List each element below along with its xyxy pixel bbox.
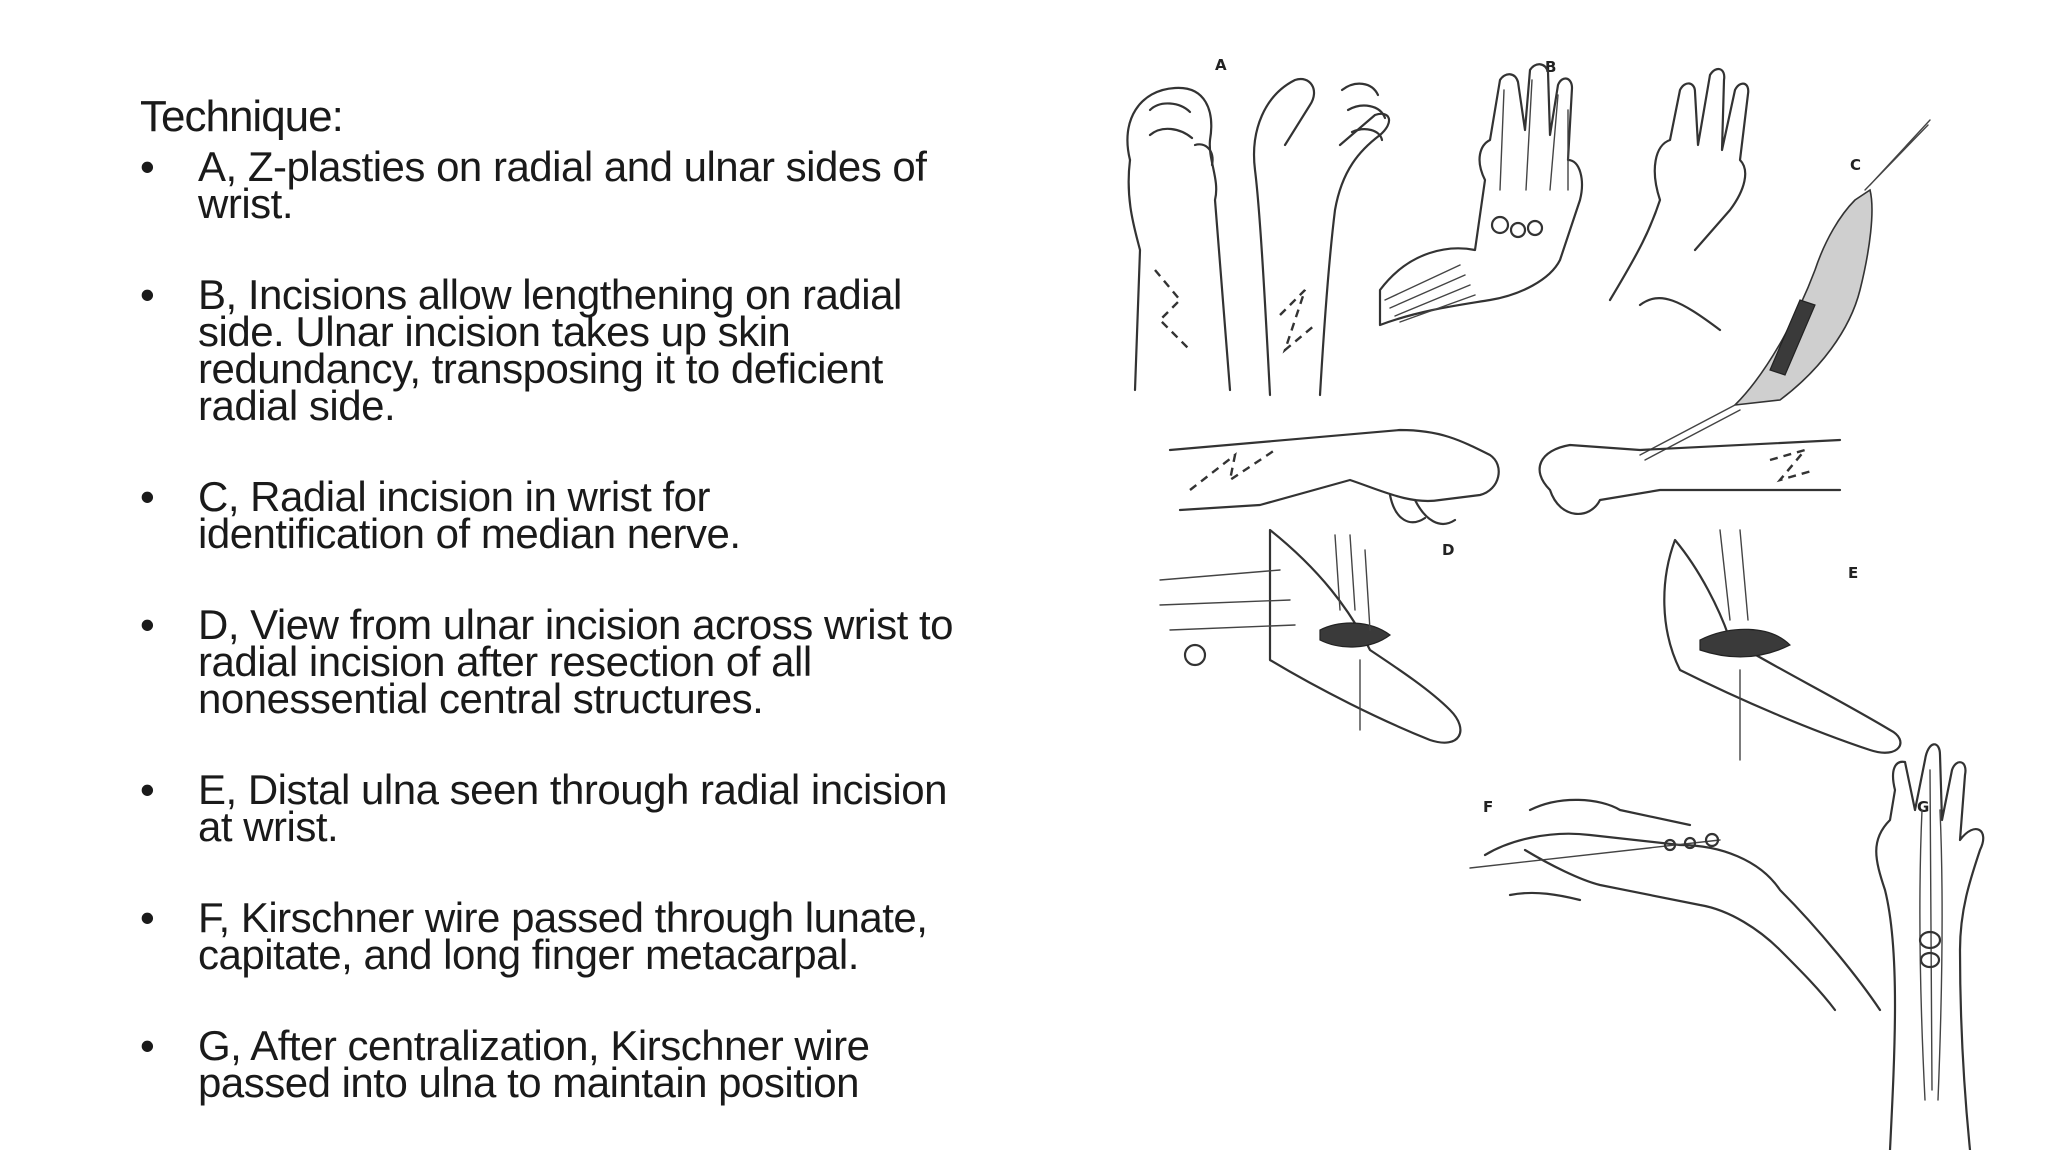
bullet-symbol: • [140,601,155,648]
bullet-symbol: • [140,766,155,813]
bullet-symbol: • [140,1022,155,1069]
bullet-item-f: • F, Kirschner wire passed through lunat… [140,894,1090,978]
panel-label-b: B [1545,58,1556,76]
bullet-line: at wrist. [198,803,339,850]
bullet-line: wrist. [198,180,294,227]
slide-heading: Technique: [140,92,344,141]
bullet-symbol: • [140,894,155,941]
bullet-line: radial incision after resection of all [198,638,812,685]
panel-label-g: G [1917,798,1929,816]
bullet-symbol: • [140,271,155,318]
panel-label-f: F [1483,798,1493,816]
bullet-item-g: • G, After centralization, Kirschner wir… [140,1022,1090,1106]
bullet-symbol: • [140,473,155,520]
panel-f: F [1469,798,1882,1012]
panel-label-a: A [1215,56,1227,74]
bullet-item-a: • A, Z-plasties on radial and ulnar side… [140,143,1090,227]
bullet-line: D, View from ulnar incision across wrist… [198,601,953,648]
bullet-line: side. Ulnar incision takes up skin [198,308,791,355]
bullet-line: E, Distal ulna seen through radial incis… [198,766,947,813]
panel-g: G [1875,743,1985,1150]
bullet-line: G, After centralization, Kirschner wire [198,1022,870,1069]
surgical-illustration: A B [1080,50,2030,1150]
bullet-line: passed into ulna to maintain position [198,1059,859,1106]
bullet-item-c: • C, Radial incision in wrist for identi… [140,473,1090,557]
text-column: Technique: • A, Z-plasties on radial and… [140,92,1090,1155]
bullet-line: B, Incisions allow lengthening on radial [198,271,902,318]
bullet-symbol: • [140,143,155,190]
bullet-line: identification of median nerve. [198,510,741,557]
panel-a: A [1126,56,1391,397]
bullet-line: capitate, and long finger metacarpal. [198,931,859,978]
bullet-item-b: • B, Incisions allow lengthening on radi… [140,271,1090,429]
panel-b: B [1378,58,1584,327]
panel-label-c: C [1850,156,1861,174]
bullet-line: redundancy, transposing it to deficient [198,345,883,392]
panel-d: D [1159,528,1462,744]
panel-c: C [1608,67,1931,461]
panel-label-e: E [1848,564,1858,582]
bullet-list: • A, Z-plasties on radial and ulnar side… [140,143,1090,1106]
bullet-item-e: • E, Distal ulna seen through radial inc… [140,766,1090,850]
panel-label-d: D [1442,541,1454,559]
bullet-item-d: • D, View from ulnar incision across wri… [140,601,1090,722]
bullet-line: radial side. [198,382,396,429]
panel-e: E [1663,529,1902,761]
panel-d-e-upper [1168,428,1842,526]
illustration-svg: A B [1126,56,1985,1150]
bullet-line: nonessential central structures. [198,675,764,722]
bullet-line: A, Z-plasties on radial and ulnar sides … [198,143,927,190]
bullet-line: F, Kirschner wire passed through lunate, [198,894,928,941]
bullet-line: C, Radial incision in wrist for [198,473,711,520]
